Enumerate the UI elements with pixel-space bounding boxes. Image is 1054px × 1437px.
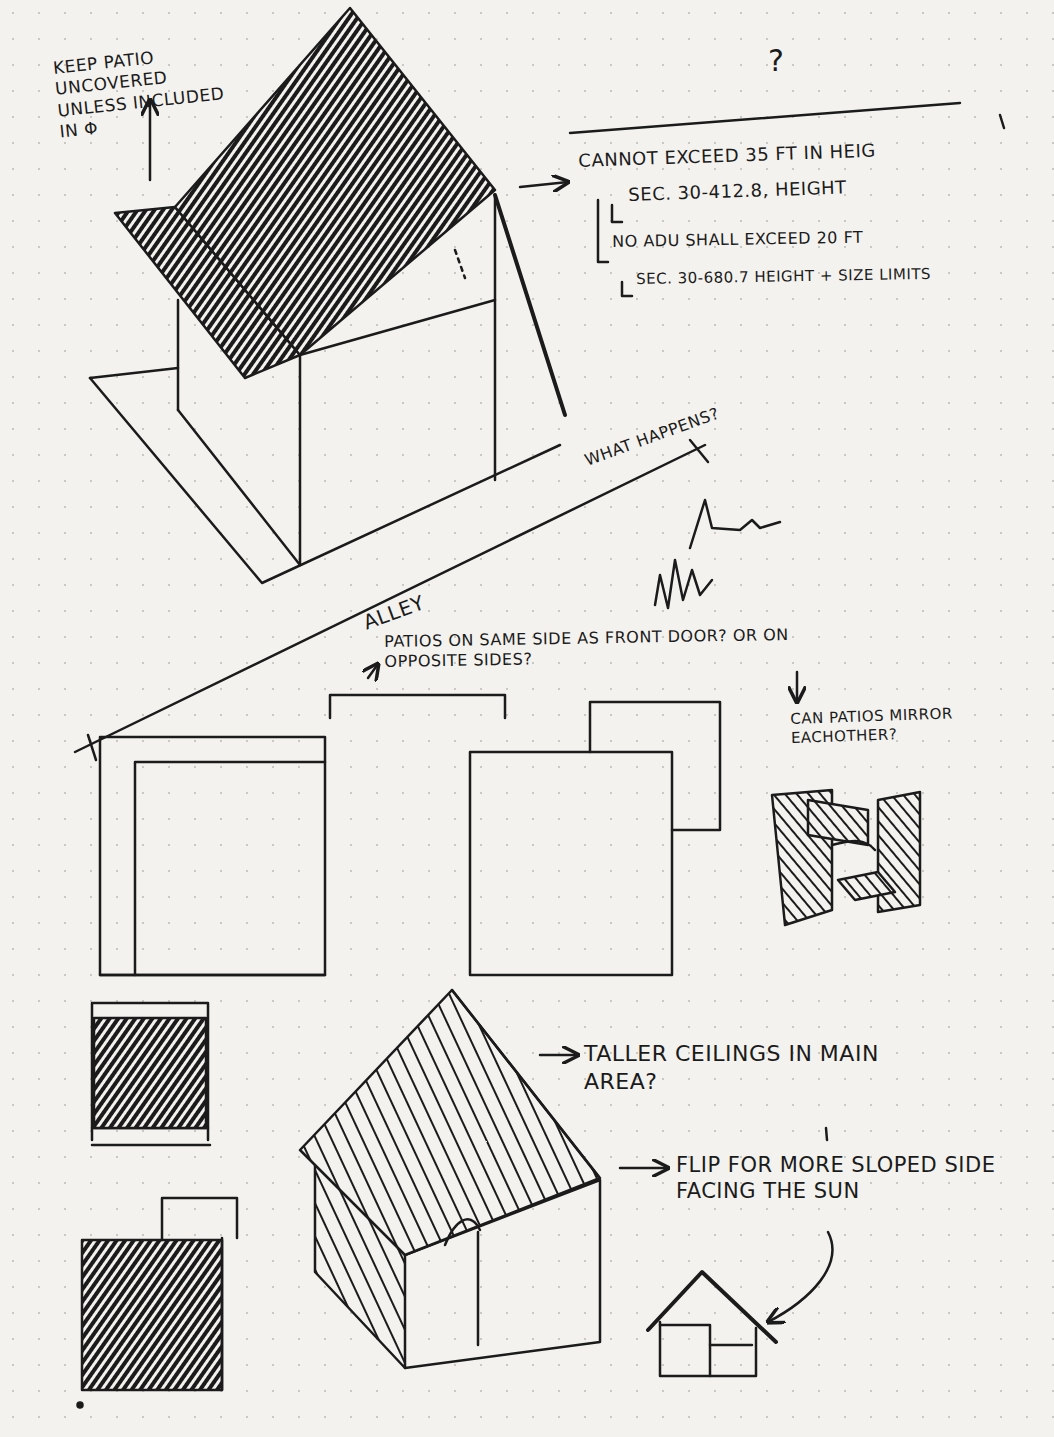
mirror-question: CAN PATIOS MIRROR EACHOTHER?: [790, 704, 961, 747]
floor-plan-part: [100, 974, 325, 977]
annotation-leaders-part: [598, 200, 608, 262]
top-house-sketch-part: [90, 368, 178, 378]
annotation-leaders-part: [768, 1232, 832, 1322]
top-house-sketch-part: [177, 300, 180, 410]
plan-variations-part: [92, 1003, 208, 1140]
floor-plan-part: [470, 752, 672, 975]
annotation-leaders-part: [622, 282, 632, 296]
orientation-note: FLIP FOR MORE SLOPED SIDE FACING THE SUN: [676, 1152, 1026, 1205]
flipped-house-icon: [648, 1272, 776, 1376]
flipped-house-icon-part: [648, 1272, 776, 1342]
question-mark: ?: [768, 42, 784, 80]
annotation-leaders-part: [612, 205, 622, 222]
grass-scribble: [655, 500, 780, 608]
code-reference: SEC. 30-412.8, HEIGHT: [628, 176, 847, 206]
plan-variations-part: [92, 1144, 210, 1147]
height-note: CANNOT EXCEED 35 FT IN HEIG: [578, 140, 876, 173]
annotation-leaders-part: [1000, 115, 1004, 128]
sketch-stroke: [75, 8, 1004, 1408]
plan-variations-part: [82, 1240, 222, 1390]
floor-plan-part: [135, 762, 325, 975]
flipped-house-icon-part: [710, 1344, 752, 1347]
ink-dot: [78, 1403, 83, 1408]
patio-mirror-sketch-part: [832, 841, 875, 850]
gable-house-sketch-part: [477, 1232, 480, 1345]
grass-scribble-part: [655, 560, 712, 608]
plan-variations-part: [221, 1238, 224, 1390]
ceiling-note: TALLER CEILINGS IN MAIN AREA?: [584, 1040, 914, 1095]
alley-line: [75, 440, 708, 760]
patio-question: PATIOS ON SAME SIDE AS FRONT DOOR? OR ON…: [384, 624, 815, 671]
annotation-leaders-part: [540, 1054, 578, 1057]
alley-line-part: [88, 735, 96, 760]
patio-mirror-sketch-part: [838, 872, 895, 900]
gable-house-sketch-part: [445, 1219, 480, 1245]
plan-variations: [82, 1003, 237, 1390]
adu-height-note: NO ADU SHALL EXCEED 20 FT: [612, 228, 863, 252]
floor-plan-part: [590, 702, 720, 830]
annotation-leaders-part: [520, 182, 568, 187]
gable-house-sketch-part: [300, 990, 600, 1255]
patio-note: KEEP PATIO UNCOVERED UNLESS INCLUDED IN …: [52, 39, 240, 142]
top-house-sketch-part: [299, 355, 302, 565]
gable-house-sketch: [300, 990, 600, 1368]
floor-plan-part: [100, 737, 325, 975]
patio-mirror-sketch: [772, 790, 920, 925]
floor-plan-part: [330, 695, 505, 718]
annotation-leaders-part: [826, 1128, 827, 1140]
alley-line-part: [690, 440, 708, 462]
top-house-sketch-part: [178, 410, 300, 565]
top-house-sketch-part: [495, 195, 565, 415]
patio-mirror-sketch-part: [808, 800, 868, 845]
annotation-leaders-part: [570, 103, 960, 133]
annotation-leaders-part: [796, 672, 799, 702]
grass-scribble-part: [690, 500, 780, 548]
annotation-leaders-part: [620, 1167, 668, 1170]
plan-variations-part: [162, 1198, 237, 1240]
annotation-leaders-part: [368, 664, 378, 678]
gable-house-sketch-part: [452, 990, 598, 1176]
code-reference: SEC. 30-680.7 HEIGHT + SIZE LIMITS: [636, 263, 1026, 289]
alley-line-part: [75, 445, 705, 752]
plan-variations-part: [94, 1018, 206, 1128]
floor-plan: [100, 695, 720, 975]
top-house-sketch-part: [455, 250, 465, 278]
flipped-house-icon-part: [660, 1322, 756, 1376]
top-house-sketch-part: [175, 8, 495, 355]
flipped-house-icon-part: [660, 1325, 710, 1376]
top-house-sketch-part: [90, 378, 560, 583]
top-house-sketch-part: [494, 195, 497, 480]
question-note: WHAT HAPPENS?: [582, 403, 722, 470]
